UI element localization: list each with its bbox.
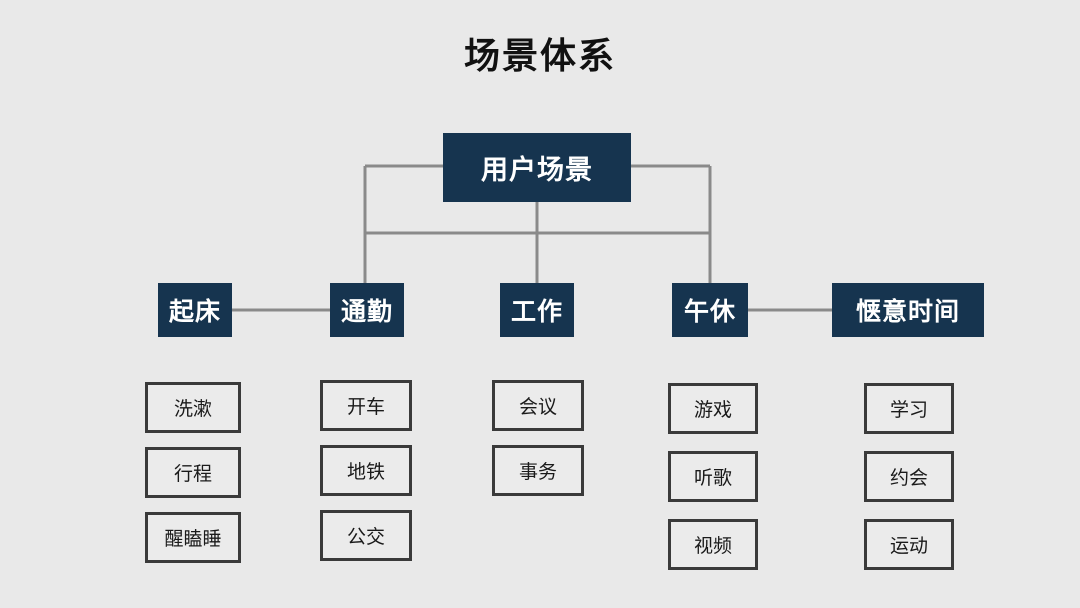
leaf-column-tongqin: 开车 地铁 公交	[320, 380, 412, 575]
leaf-label: 游戏	[693, 400, 732, 421]
leaf-box[interactable]: 开车	[320, 380, 412, 431]
leaf-box[interactable]: 行程	[145, 447, 241, 498]
node-branch-label: 起床	[168, 298, 221, 326]
leaf-label: 公交	[346, 527, 385, 548]
node-root-label: 用户场景	[481, 155, 593, 185]
leaf-label: 学习	[889, 400, 928, 421]
leaf-box[interactable]: 地铁	[320, 445, 412, 496]
node-branch-label: 午休	[683, 298, 736, 326]
node-branch-qichuang[interactable]: 起床	[158, 283, 232, 337]
leaf-label: 地铁	[346, 462, 385, 483]
leaf-label: 开车	[346, 397, 385, 418]
leaf-label: 洗漱	[173, 399, 212, 420]
page-title: 场景体系	[463, 35, 616, 76]
leaf-box[interactable]: 会议	[492, 380, 584, 431]
leaf-label: 视频	[693, 536, 732, 557]
leaf-box[interactable]: 公交	[320, 510, 412, 561]
node-branch-label: 通勤	[340, 298, 393, 326]
node-branch-label: 工作	[510, 298, 563, 326]
leaf-column-xieyishijian: 学习 约会 运动	[864, 383, 954, 584]
leaf-label: 醒瞌睡	[164, 529, 222, 550]
leaf-label: 事务	[518, 462, 557, 483]
leaf-box[interactable]: 约会	[864, 451, 954, 502]
node-branch-label: 惬意时间	[855, 298, 960, 326]
leaf-column-gongzuo: 会议 事务	[492, 380, 584, 510]
leaf-label: 听歌	[693, 468, 732, 489]
leaf-column-wuxiu: 游戏 听歌 视频	[668, 383, 758, 584]
leaf-column-qichuang: 洗漱 行程 醒瞌睡	[145, 382, 241, 577]
node-branch-wuxiu[interactable]: 午休	[672, 283, 748, 337]
leaf-box[interactable]: 运动	[864, 519, 954, 570]
node-branch-tongqin[interactable]: 通勤	[330, 283, 404, 337]
leaf-box[interactable]: 学习	[864, 383, 954, 434]
leaf-label: 会议	[518, 397, 557, 418]
leaf-box[interactable]: 视频	[668, 519, 758, 570]
leaf-label: 运动	[889, 536, 928, 557]
leaf-box[interactable]: 醒瞌睡	[145, 512, 241, 563]
leaf-box[interactable]: 洗漱	[145, 382, 241, 433]
node-branch-gongzuo[interactable]: 工作	[500, 283, 574, 337]
leaf-label: 行程	[173, 464, 212, 485]
node-branch-xieyishijian[interactable]: 惬意时间	[832, 283, 984, 337]
leaf-box[interactable]: 事务	[492, 445, 584, 496]
leaf-box[interactable]: 听歌	[668, 451, 758, 502]
leaf-box[interactable]: 游戏	[668, 383, 758, 434]
node-root[interactable]: 用户场景	[443, 133, 631, 202]
leaf-label: 约会	[889, 468, 928, 489]
